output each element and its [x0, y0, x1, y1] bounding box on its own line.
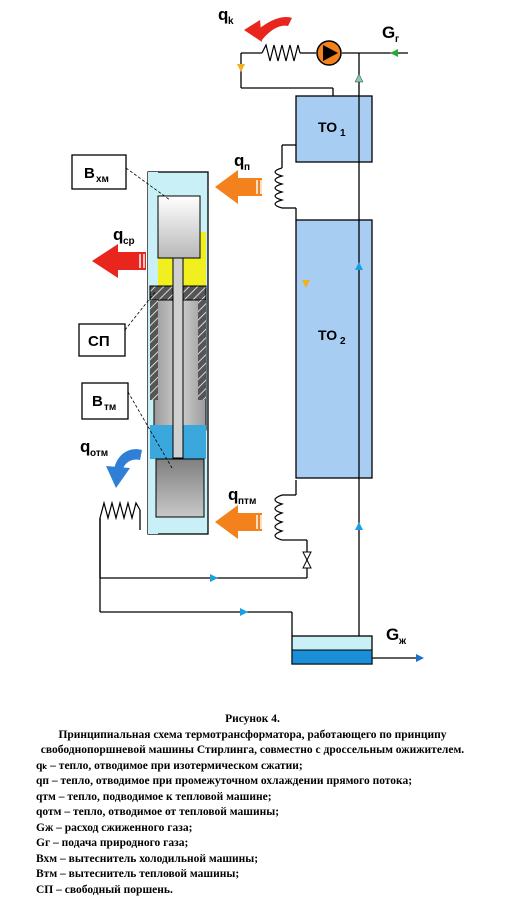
- legend-item: qₖ – тепло, отводимое при изотермическом…: [36, 759, 303, 772]
- label-gg-sub: г: [395, 34, 399, 45]
- label-to1: ТО: [318, 119, 337, 135]
- label-box-btm: В тм: [81, 382, 173, 469]
- label-qk-sub: k: [228, 16, 234, 27]
- legend-item: qп – тепло, отводимое при промежуточном …: [36, 775, 413, 787]
- label-gzh: G: [386, 625, 399, 644]
- legend-item: СП – свободный поршень.: [36, 883, 173, 896]
- arrow-qotm: [106, 449, 142, 488]
- heat-exchanger-to2: [295, 219, 373, 479]
- label-to2: ТО: [318, 327, 337, 343]
- pump-icon: [316, 40, 342, 66]
- coil-qptm: [274, 494, 284, 541]
- coil-qp: [274, 167, 285, 209]
- caption-line-2: свободнопоршневой машины Стирлинга, совм…: [40, 744, 465, 756]
- label-qsr-sub: ср: [123, 236, 135, 247]
- label-box-bhm: В хм: [71, 154, 171, 201]
- label-qsr: q: [113, 225, 123, 244]
- stirling-cylinder: [147, 171, 209, 535]
- legend-item: Втм – вытеснитель тепловой машины;: [36, 868, 240, 880]
- label-qp: q: [234, 151, 244, 170]
- arrow-qk: [244, 16, 292, 42]
- coil-qk: [261, 43, 301, 62]
- displacer-hm: [157, 195, 201, 259]
- label-gzh-sub: ж: [398, 636, 407, 647]
- arrow-qp: [215, 170, 262, 204]
- flow-markers: [210, 49, 424, 662]
- label-qotm: q: [80, 437, 90, 456]
- legend-item: qотм – тепло, отводимое от тепловой маши…: [36, 806, 280, 818]
- arrow-qsr: [92, 244, 146, 278]
- legend-item: Вхм – вытеснитель холодильной машины;: [36, 852, 259, 865]
- legend-item: Gг – подача природного газа;: [36, 837, 189, 849]
- displacer-tm: [155, 458, 205, 518]
- coil-qotm: [99, 500, 141, 521]
- liquid-tank: [291, 635, 373, 665]
- label-qk: q: [218, 5, 228, 24]
- caption-legend: qₖ – тепло, отводимое при изотермическом…: [0, 759, 505, 899]
- label-box-sp: СП: [78, 291, 156, 357]
- arrow-qptm: [215, 505, 262, 539]
- legend-item: Gж – расход сжиженного газа;: [36, 821, 193, 834]
- label-bhm: В: [84, 165, 95, 182]
- label-to2-sub: 2: [340, 336, 346, 347]
- label-qptm: q: [228, 485, 238, 504]
- label-qp-sub: п: [244, 162, 250, 173]
- label-qptm-sub: птм: [238, 496, 256, 507]
- label-qotm-sub: отм: [90, 448, 108, 459]
- legend-item: qтм – тепло, подводимое к тепловой машин…: [36, 790, 272, 803]
- caption-title: Рисунок 4.: [225, 713, 280, 725]
- label-btm-sub: тм: [104, 402, 116, 413]
- label-gg: G: [382, 23, 395, 42]
- label-btm: В: [92, 393, 103, 410]
- label-bhm-sub: хм: [96, 174, 109, 185]
- stirling-liquefier-diagram: В хм СП В тм: [71, 5, 424, 665]
- label-to1-sub: 1: [340, 128, 346, 139]
- figure-caption: Рисунок 4. Принципиальная схема термотра…: [0, 712, 505, 898]
- text-labels: q k G г ТО 1 ТО 2 q п q ср q отм q птм G…: [80, 5, 407, 647]
- caption-line-1: Принципиальная схема термотрансформатора…: [58, 728, 447, 741]
- label-sp: СП: [88, 333, 110, 350]
